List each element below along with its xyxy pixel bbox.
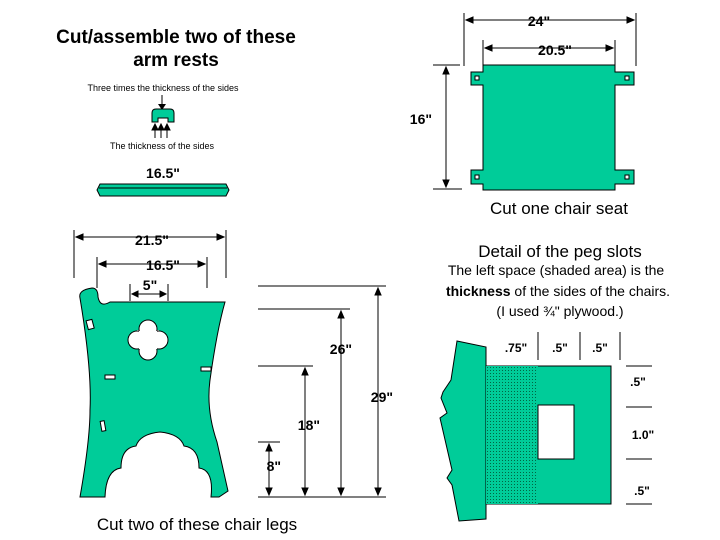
leg-height-total-label: 29" bbox=[371, 389, 393, 405]
leg-width-mid-label: 16.5" bbox=[146, 257, 180, 273]
chair-seat-shape bbox=[470, 64, 635, 191]
arm-rest-note-bottom: The thickness of the sides bbox=[110, 141, 215, 151]
seat-width-inner-label: 20.5" bbox=[538, 42, 572, 58]
arm-rest-cross-section bbox=[151, 108, 175, 123]
peg-detail-desc-line2: thickness of the sides of the chairs. bbox=[446, 283, 670, 299]
leg-width-top-label: 21.5" bbox=[135, 232, 169, 248]
leg-height-arch-label: 8" bbox=[267, 458, 281, 474]
peg-detail-section: Detail of the peg slots The left space (… bbox=[439, 242, 670, 522]
peg-detail-leg-edge bbox=[439, 340, 487, 522]
peg-dim-v-0: .5" bbox=[630, 375, 646, 389]
seat-dimension-lines bbox=[433, 13, 637, 190]
arm-rest-side-view bbox=[96, 183, 230, 197]
leg-height-arm-label: 18" bbox=[298, 417, 320, 433]
seat-caption: Cut one chair seat bbox=[490, 199, 628, 218]
peg-dim-v-1: 1.0" bbox=[632, 428, 654, 442]
arm-rest-title-line2: arm rests bbox=[133, 50, 219, 71]
peg-dim-h-2: .5" bbox=[592, 341, 608, 355]
peg-dim-h-1: .5" bbox=[552, 341, 568, 355]
peg-detail-ticks bbox=[537, 332, 652, 505]
chair-leg-shape bbox=[79, 287, 229, 498]
peg-dim-v-2: .5" bbox=[634, 484, 650, 498]
peg-detail-desc-bold: thickness bbox=[446, 283, 511, 299]
arm-rest-title-line1: Cut/assemble two of these bbox=[56, 27, 296, 48]
arm-rest-note-top: Three times the thickness of the sides bbox=[87, 83, 239, 93]
peg-detail-shaded-thickness bbox=[486, 366, 538, 504]
peg-detail-desc-line1: The left space (shaded area) is the bbox=[448, 262, 665, 278]
leg-peg-slots bbox=[85, 318, 212, 432]
leg-section: 21.5" 16.5" 5" 29" 26" 18" 8" Cut two of… bbox=[73, 230, 393, 534]
leg-dimension-lines bbox=[73, 230, 386, 498]
peg-dim-h-0: .75" bbox=[505, 341, 527, 355]
up-arrows-icon bbox=[151, 122, 171, 138]
peg-detail-desc-line3: (I used ¾" plywood.) bbox=[496, 303, 623, 319]
peg-detail-desc-rest: of the sides of the chairs. bbox=[511, 283, 671, 299]
peg-detail-title: Detail of the peg slots bbox=[478, 242, 641, 261]
leg-quatrefoil-outline bbox=[127, 319, 169, 361]
leg-caption: Cut two of these chair legs bbox=[97, 515, 297, 534]
arm-rest-section: Cut/assemble two of these arm rests Thre… bbox=[56, 27, 296, 197]
leg-height-seat-label: 26" bbox=[330, 341, 352, 357]
seat-depth-label: 16" bbox=[410, 111, 432, 127]
leg-notch-label: 5" bbox=[143, 277, 157, 293]
peg-detail-slot bbox=[537, 404, 575, 460]
seat-peg-holes bbox=[474, 75, 630, 180]
seat-section: 24" 20.5" 16" Cut one chair seat bbox=[410, 13, 637, 218]
seat-width-outer-label: 24" bbox=[528, 13, 550, 29]
down-arrow-icon bbox=[158, 95, 166, 110]
arm-rest-length-label: 16.5" bbox=[146, 165, 180, 181]
